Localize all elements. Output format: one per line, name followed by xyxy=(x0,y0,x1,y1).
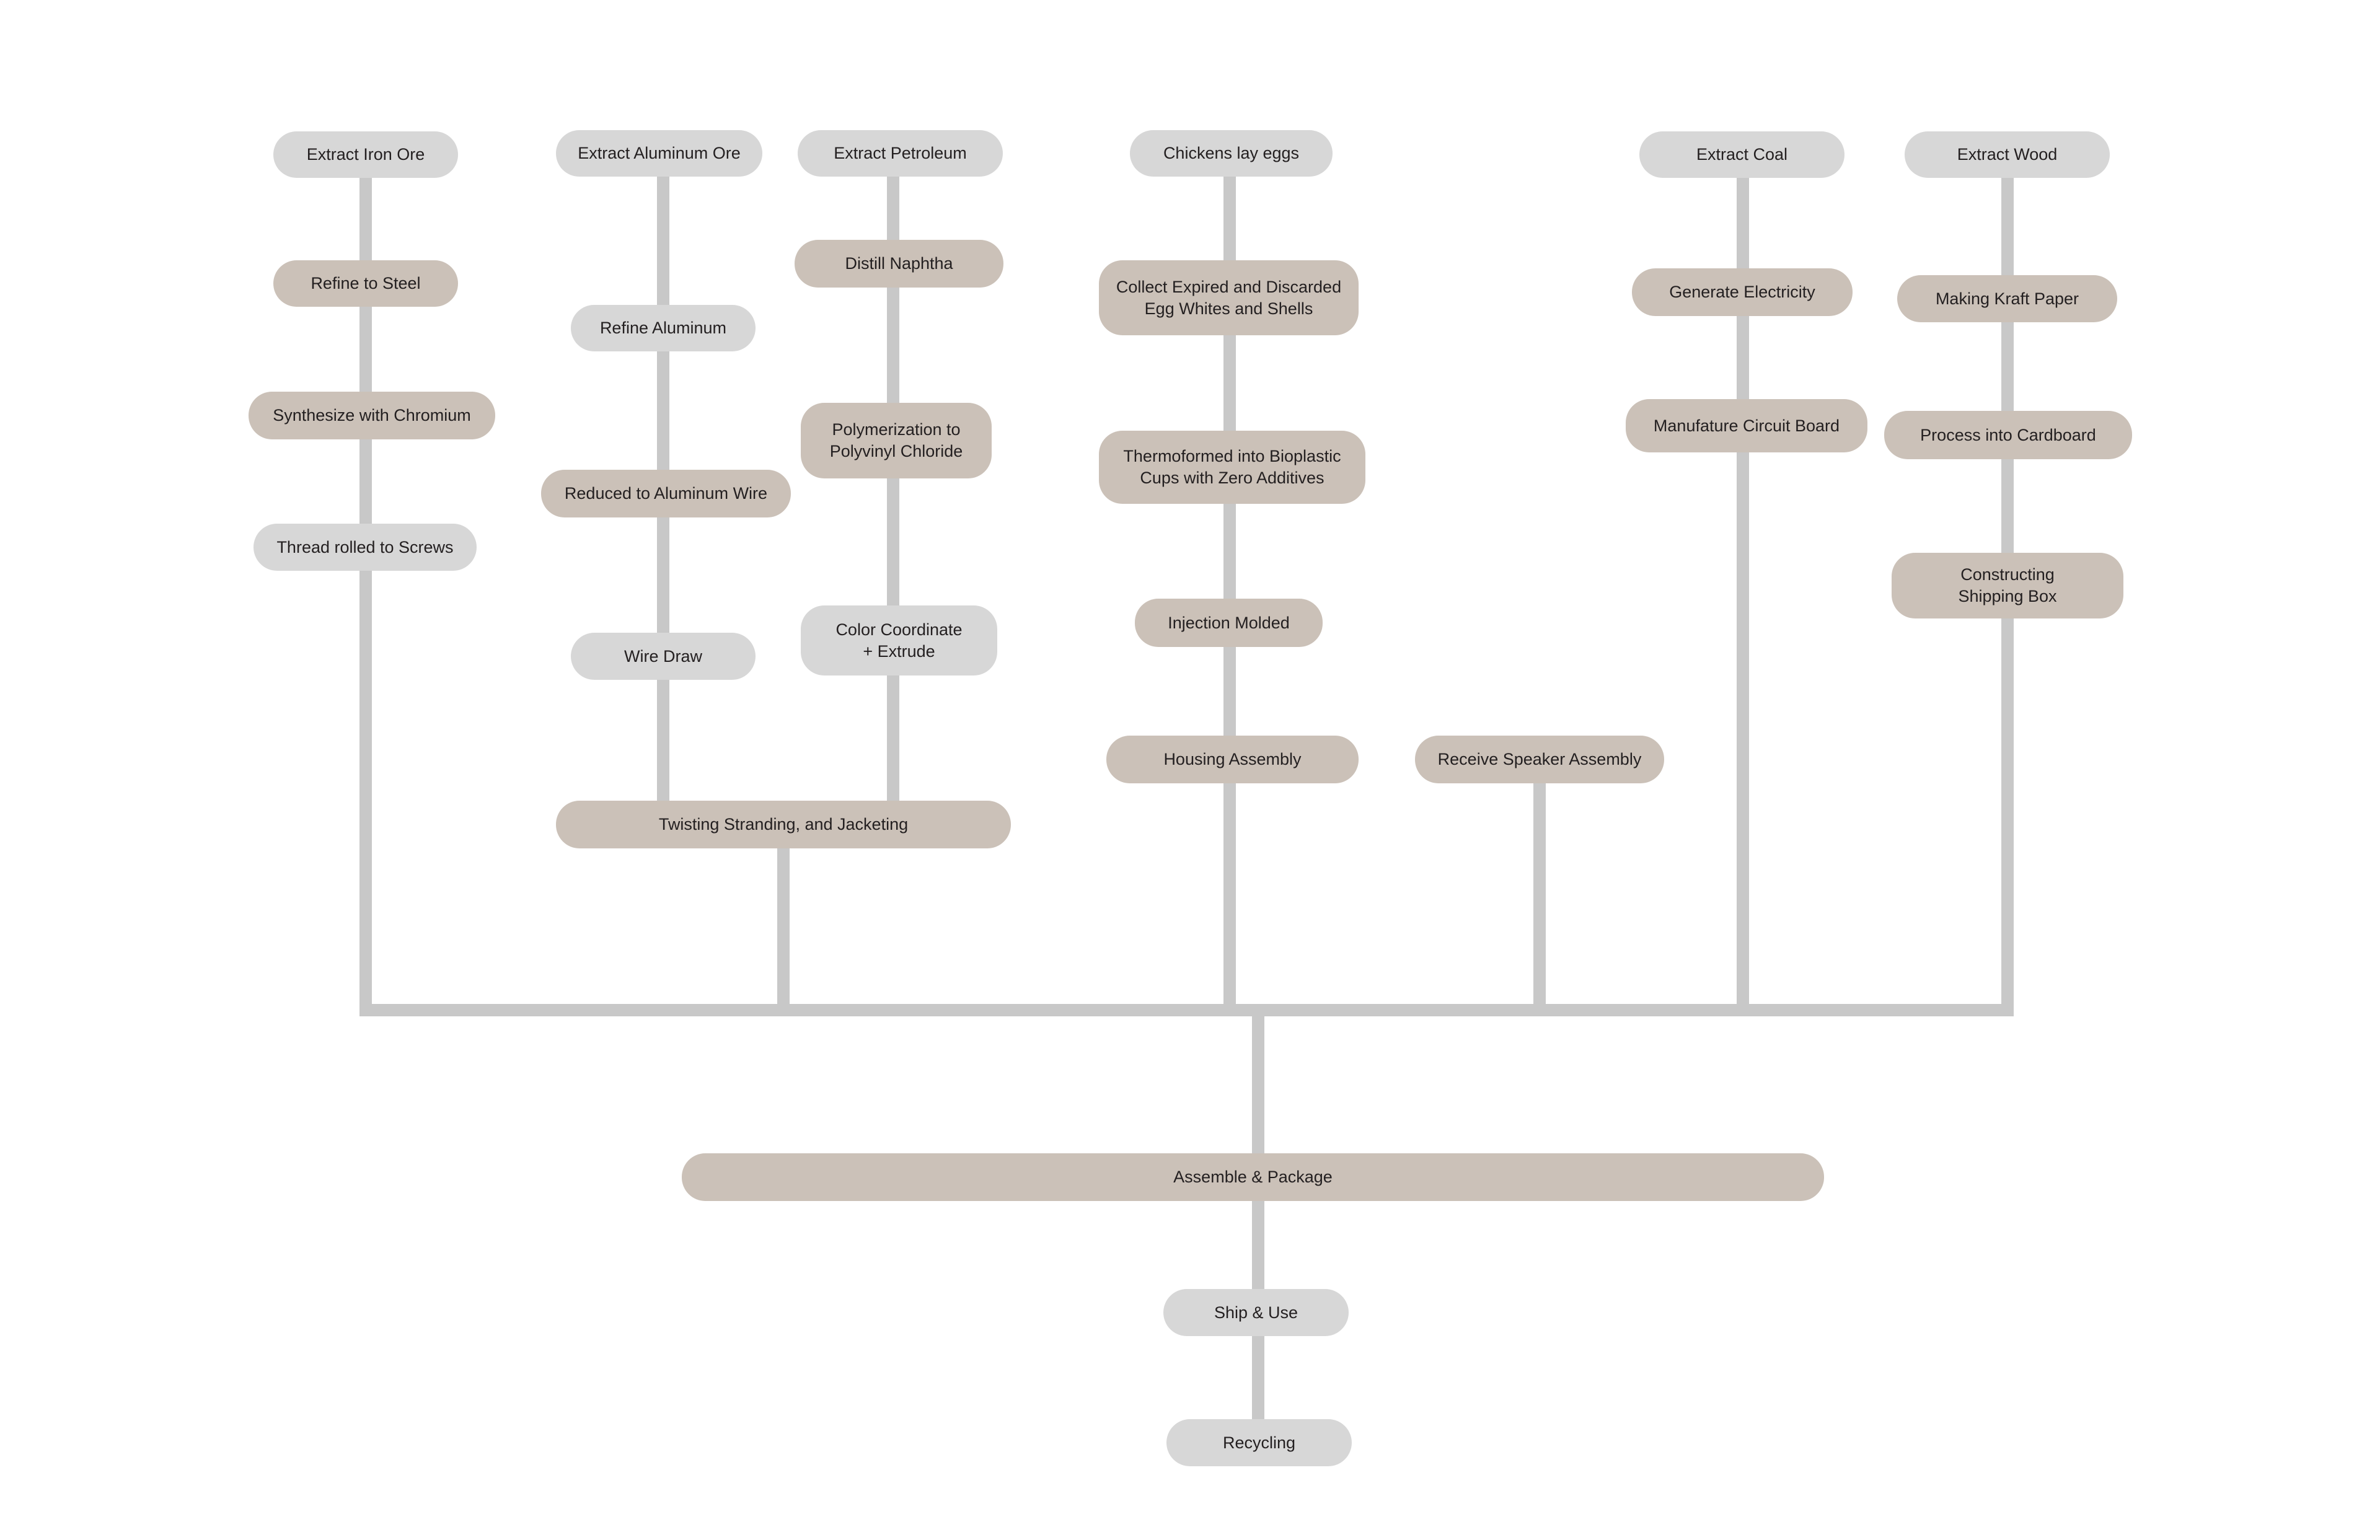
node-ship-and-use: Ship & Use xyxy=(1163,1289,1349,1336)
node-receive-speaker-assembly: Receive Speaker Assembly xyxy=(1415,736,1664,783)
node-manufacture-circuit-board: Manufature Circuit Board xyxy=(1626,399,1867,452)
node-thread-rolled-to-screws: Thread rolled to Screws xyxy=(253,524,477,571)
node-collect-expired-egg-whites: Collect Expired and Discarded Egg Whites… xyxy=(1099,260,1359,335)
node-injection-molded: Injection Molded xyxy=(1135,599,1323,647)
node-extract-aluminum-ore: Extract Aluminum Ore xyxy=(556,130,762,177)
node-polymerization-to-pvc: Polymerization to Polyvinyl Chloride xyxy=(801,403,992,478)
node-wire-draw: Wire Draw xyxy=(571,633,756,680)
node-recycling: Recycling xyxy=(1166,1419,1352,1466)
node-generate-electricity: Generate Electricity xyxy=(1632,268,1853,316)
node-extract-iron-ore: Extract Iron Ore xyxy=(273,131,458,178)
node-extract-petroleum: Extract Petroleum xyxy=(798,130,1003,177)
node-assemble-and-package: Assemble & Package xyxy=(682,1153,1824,1201)
node-making-kraft-paper: Making Kraft Paper xyxy=(1897,275,2117,322)
node-reduced-to-aluminum-wire: Reduced to Aluminum Wire xyxy=(541,470,791,517)
node-color-coordinate-extrude: Color Coordinate + Extrude xyxy=(801,605,997,675)
node-constructing-shipping-box: Constructing Shipping Box xyxy=(1892,553,2123,618)
node-distill-naphtha: Distill Naphtha xyxy=(795,240,1003,288)
node-extract-wood: Extract Wood xyxy=(1905,131,2110,178)
node-extract-coal: Extract Coal xyxy=(1639,131,1844,178)
node-synthesize-with-chromium: Synthesize with Chromium xyxy=(249,392,495,439)
node-refine-to-steel: Refine to Steel xyxy=(273,260,458,307)
node-housing-assembly: Housing Assembly xyxy=(1106,736,1359,783)
node-twisting-stranding-jacketing: Twisting Stranding, and Jacketing xyxy=(556,801,1011,848)
node-chickens-lay-eggs: Chickens lay eggs xyxy=(1130,130,1333,177)
node-thermoformed-bioplastic-cups: Thermoformed into Bioplastic Cups with Z… xyxy=(1099,431,1365,504)
node-refine-aluminum: Refine Aluminum xyxy=(571,305,756,351)
node-process-into-cardboard: Process into Cardboard xyxy=(1884,411,2132,459)
